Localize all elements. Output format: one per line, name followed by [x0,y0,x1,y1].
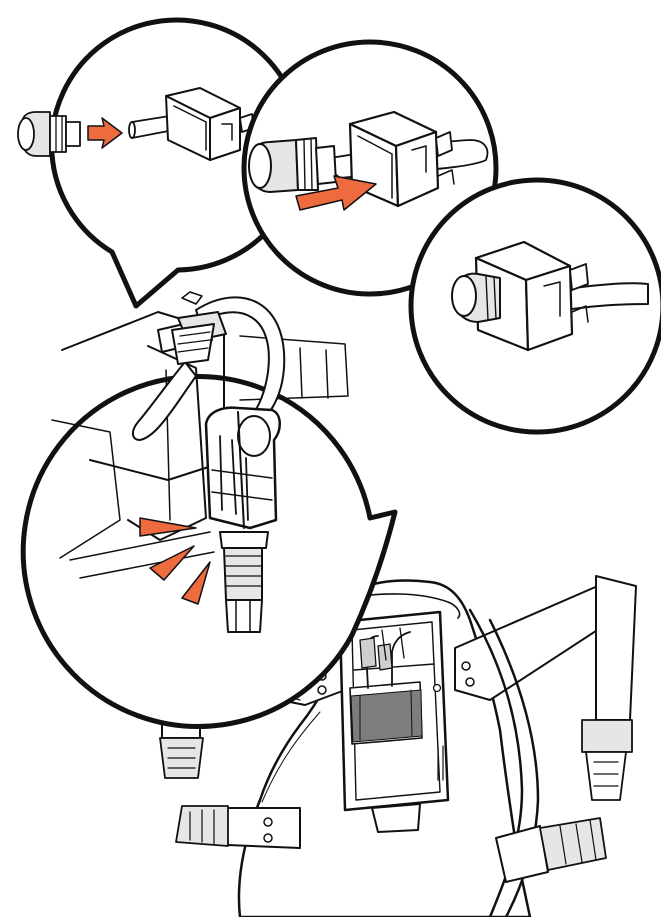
snap-arrow-3 [181,561,211,605]
snap-arrow-1 [139,517,197,537]
callout-step-1-align [17,17,305,309]
tube-clamp-connector-icon [51,291,349,633]
left-waist-strap [224,807,301,849]
push-arrow [295,175,377,211]
plug-into-housing-icon [248,110,489,211]
right-strap [454,584,626,701]
plug-and-tube-icon [17,87,255,161]
callout-step-3-seated [408,177,661,435]
fluid-level [350,689,423,743]
connected-plug-icon [451,240,649,352]
main-callout-circle [20,373,398,729]
main-detail-view [20,291,398,729]
snap-arrow-2 [149,545,195,581]
align-arrow [87,117,123,149]
